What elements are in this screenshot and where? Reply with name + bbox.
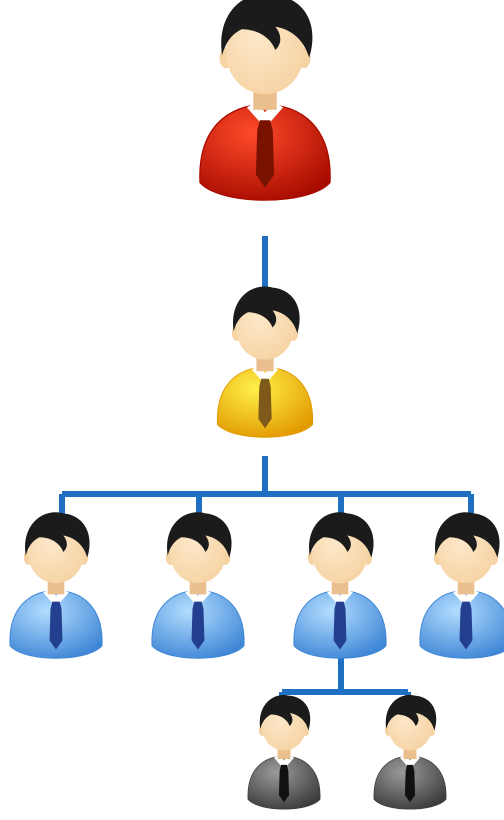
staff-person-icon bbox=[151, 512, 245, 659]
staff-person-icon bbox=[9, 512, 103, 659]
people bbox=[9, 0, 504, 810]
assistant-person-icon bbox=[247, 694, 321, 810]
manager-person-icon bbox=[217, 286, 313, 438]
staff-person-icon bbox=[419, 512, 504, 659]
staff-person-icon bbox=[293, 512, 387, 659]
assistant-person-icon bbox=[373, 694, 447, 810]
executive-person-icon bbox=[199, 0, 331, 201]
